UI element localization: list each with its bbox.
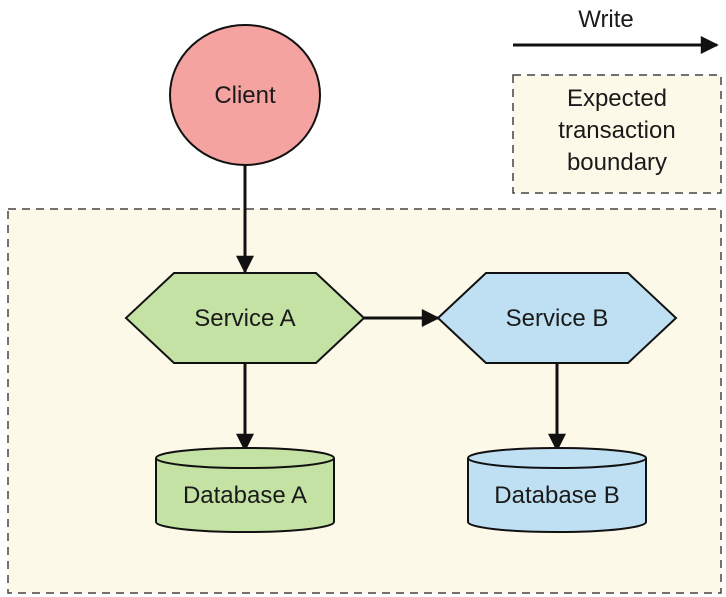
node-service-a: Service A [124,272,366,364]
database-b-label: Database B [494,482,619,509]
node-database-a: Database A [155,447,335,533]
legend-boundary: Expected transaction boundary [512,74,722,194]
legend-boundary-line-2: transaction [558,117,675,144]
service-a-hexagon [124,272,366,364]
database-b-cylinder [467,447,647,533]
client-label: Client [214,82,276,109]
legend-boundary-line-1: Expected [567,85,667,112]
node-service-b: Service B [436,272,678,364]
legend-write-label: Write [578,6,634,33]
service-b-hexagon [436,272,678,364]
transaction-boundary-region [7,208,722,594]
node-client: Client [169,24,321,166]
service-a-label: Service A [194,305,295,332]
service-b-label: Service B [506,305,609,332]
legend-boundary-box [512,74,722,194]
node-database-b: Database B [467,447,647,533]
database-a-label: Database A [183,482,307,509]
legend-write: Write [513,6,719,54]
database-b-rim [467,457,647,469]
database-a-rim [155,457,335,469]
legend-boundary-line-3: boundary [567,149,667,176]
client-circle [169,24,321,166]
database-a-cylinder [155,447,335,533]
